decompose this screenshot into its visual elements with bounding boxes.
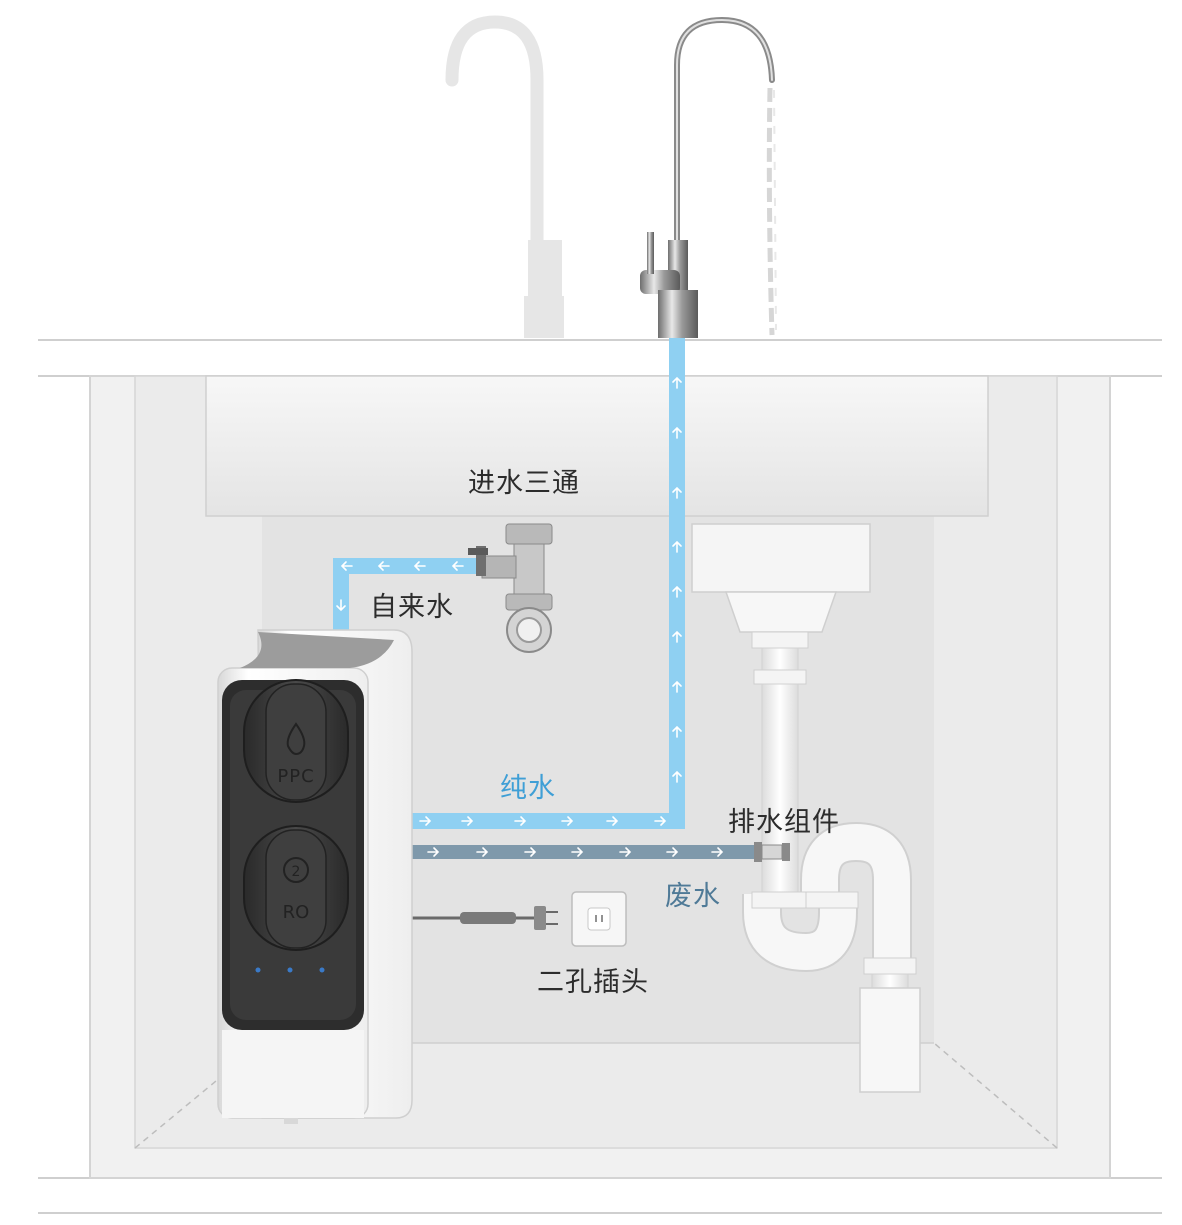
ghost-faucet-icon [445, 15, 564, 338]
label-pure-water: 纯水 [500, 773, 556, 804]
water-purifier: PPC RO 2 [217, 629, 413, 1124]
label-waste-water: 废水 [665, 881, 721, 912]
pure-water-faucet-icon [640, 16, 777, 338]
filter-label-ro: RO [283, 902, 310, 923]
wall-socket-icon [571, 891, 627, 947]
power-cord [412, 906, 558, 930]
pure-water-pipe [405, 338, 685, 829]
tee-valve-icon [468, 523, 553, 653]
label-drain-kit: 排水组件 [728, 807, 840, 838]
flow-arrows [336, 376, 724, 857]
filter-label-ppc: PPC [277, 766, 314, 787]
label-two-pin-plug: 二孔插头 [537, 967, 649, 998]
label-tee-valve: 进水三通 [468, 468, 580, 499]
label-tap-water: 自来水 [370, 592, 454, 623]
drain-assembly-icon [691, 523, 921, 1093]
filter-number-2: 2 [292, 864, 301, 880]
sink-basin [205, 375, 989, 517]
